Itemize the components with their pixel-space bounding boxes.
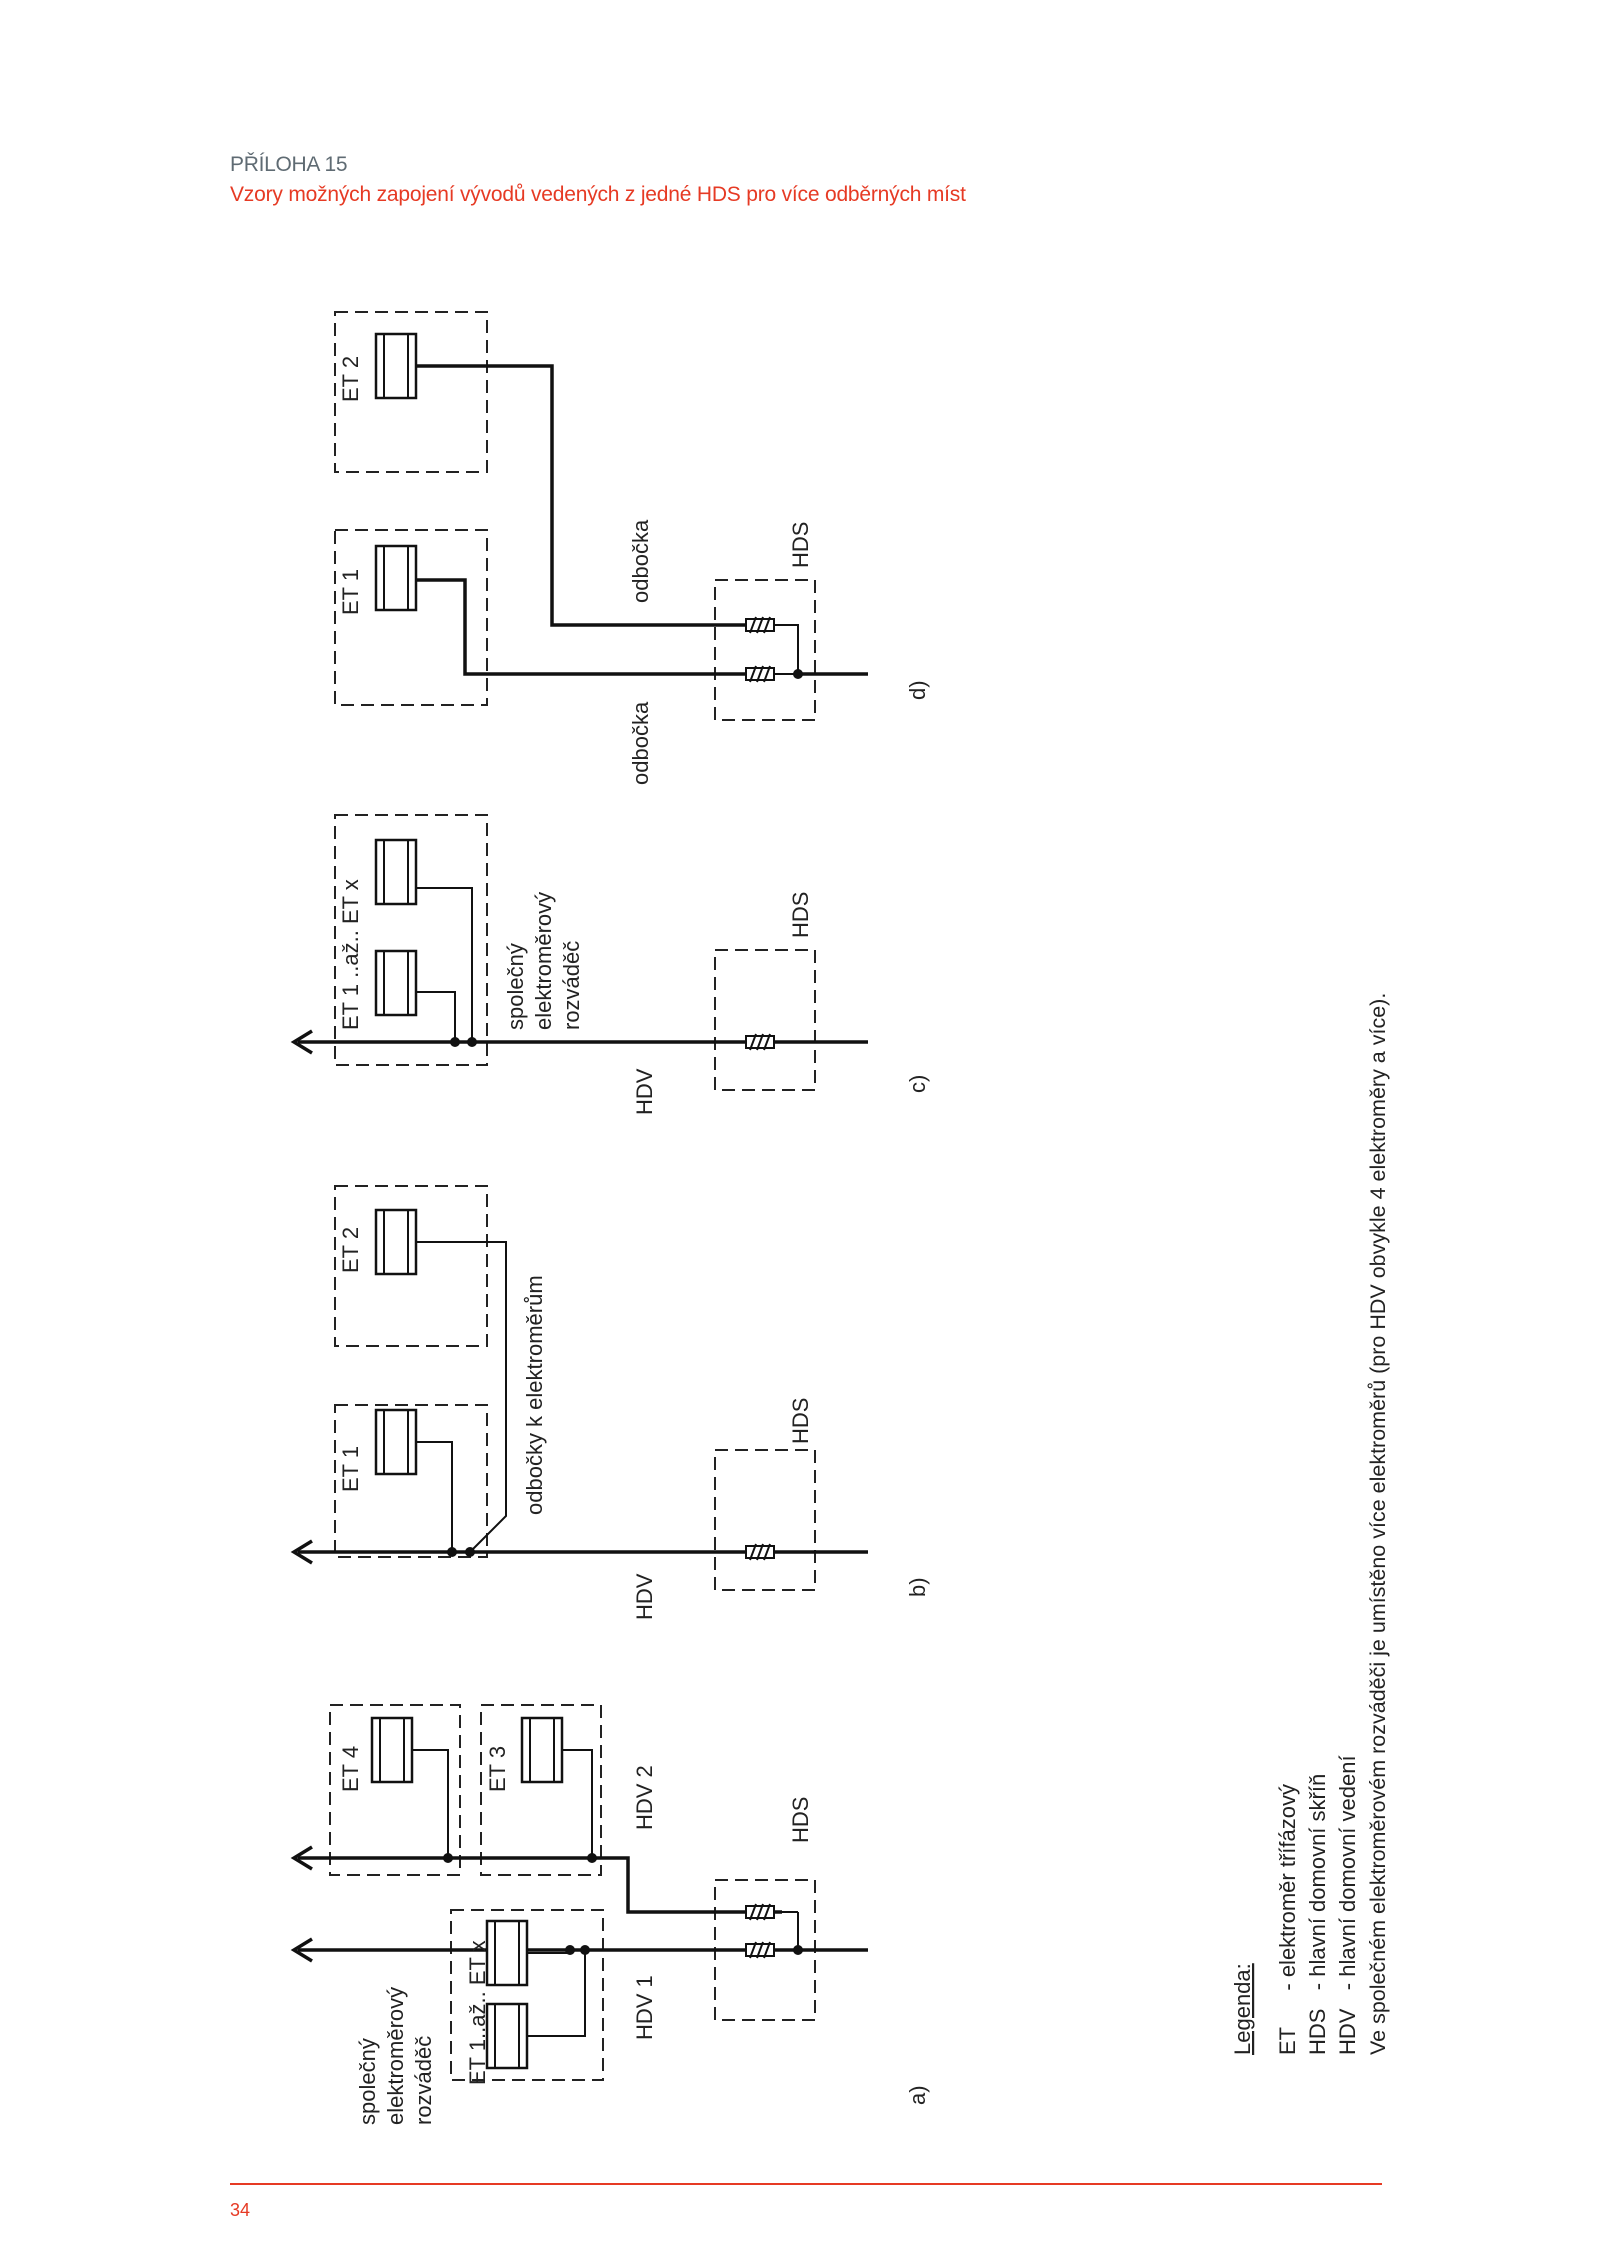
arrow-icon <box>290 1937 313 1963</box>
meter-icon <box>374 838 418 906</box>
et4-label: ET 4 <box>338 1746 363 1792</box>
meter-icon <box>374 949 418 1017</box>
diagram-b: ET 1 ET 2 odbočky k elektroměrům HDV HDS… <box>290 1185 930 1620</box>
fuse-icon <box>745 1903 775 1921</box>
meter-icon <box>374 1208 418 1276</box>
et3-label: ET 3 <box>485 1746 510 1792</box>
panel-et4 <box>329 1704 461 1876</box>
legend-title: Legenda: <box>1230 1963 1255 2055</box>
branch2-label: odbočka <box>628 519 653 603</box>
branch2-line <box>416 364 746 627</box>
page-number: 34 <box>230 2200 251 2220</box>
legend-hdv: HDV - hlavní domovní vedení <box>1335 1755 1360 2055</box>
hdv-label: HDV <box>632 1068 657 1115</box>
page-header: PŘÍLOHA 15 Vzory možných zapojení vývodů… <box>230 150 966 210</box>
arrow-icon <box>290 1029 313 1055</box>
meter-icon <box>374 1408 418 1476</box>
meters-range-label: ET 1 ..až.. ET x <box>338 879 363 1030</box>
et1-label: ET 1 <box>338 1446 363 1492</box>
fuse-icon <box>745 1941 775 1959</box>
diagram-label-d: d) <box>905 680 930 700</box>
et2-label: ET 2 <box>338 356 363 402</box>
diagram-label-b: b) <box>905 1577 930 1597</box>
hds-label: HDS <box>788 892 813 938</box>
meter-icon <box>485 1919 529 1987</box>
hds-label: HDS <box>788 522 813 568</box>
meter-icon <box>485 2002 529 2070</box>
branch1-label: odbočka <box>628 701 653 785</box>
diagram-d: ET 1 ET 2 odbočka odbočka HDS d) <box>334 311 930 785</box>
branch1-line <box>416 578 746 676</box>
fuse-icon <box>745 616 775 634</box>
hds-label: HDS <box>788 1398 813 1444</box>
et1-label: ET 1 <box>338 569 363 615</box>
hdv1-label: HDV 1 <box>632 1975 657 2040</box>
hdv2-label: HDV 2 <box>632 1765 657 1830</box>
panel-et3 <box>480 1704 602 1876</box>
et2-label: ET 2 <box>338 1227 363 1273</box>
panel-et2-b <box>334 1185 488 1347</box>
hds-label: HDS <box>788 1797 813 1843</box>
arrow-icon <box>290 1845 313 1871</box>
meters-range-label: ET 1..až.. ET x <box>465 1940 490 2085</box>
footer-divider <box>230 2183 1382 2185</box>
diagram-label-a: a) <box>905 2085 930 2105</box>
hds-box-b <box>714 1449 816 1591</box>
hdv2-line <box>298 1856 782 1914</box>
hds-box-d <box>714 579 816 721</box>
branches-label: odbočky k elektroměrům <box>522 1275 547 1515</box>
meter-icon <box>520 1716 564 1784</box>
meter-icon <box>374 332 418 400</box>
fuse-icon <box>745 665 775 683</box>
appendix-title: PŘÍLOHA 15 <box>230 153 348 176</box>
meter-icon <box>370 1716 414 1784</box>
legend-et: ET - elektroměr třífázový <box>1275 1784 1300 2055</box>
legend-hds: HDS - hlavní domovní skříň <box>1305 1774 1330 2055</box>
fuse-icon <box>745 1033 775 1051</box>
appendix-subtitle: Vzory možných zapojení vývodů vedených z… <box>230 183 966 206</box>
diagram-label-c: c) <box>905 1075 930 1093</box>
panel-et1-b <box>334 1404 488 1558</box>
panel-et1-d <box>334 529 488 706</box>
panel-et2-d <box>334 311 488 473</box>
hdv-label: HDV <box>632 1573 657 1620</box>
legend: Legenda: ET - elektroměr třífázový HDS -… <box>1230 993 1390 2055</box>
hds-box-c <box>714 949 816 1091</box>
fuse-icon <box>745 1543 775 1561</box>
arrow-icon <box>290 1539 313 1565</box>
legend-note: Ve společném elektroměrovém rozváděči je… <box>1366 993 1390 2055</box>
meter-icon <box>374 544 418 612</box>
